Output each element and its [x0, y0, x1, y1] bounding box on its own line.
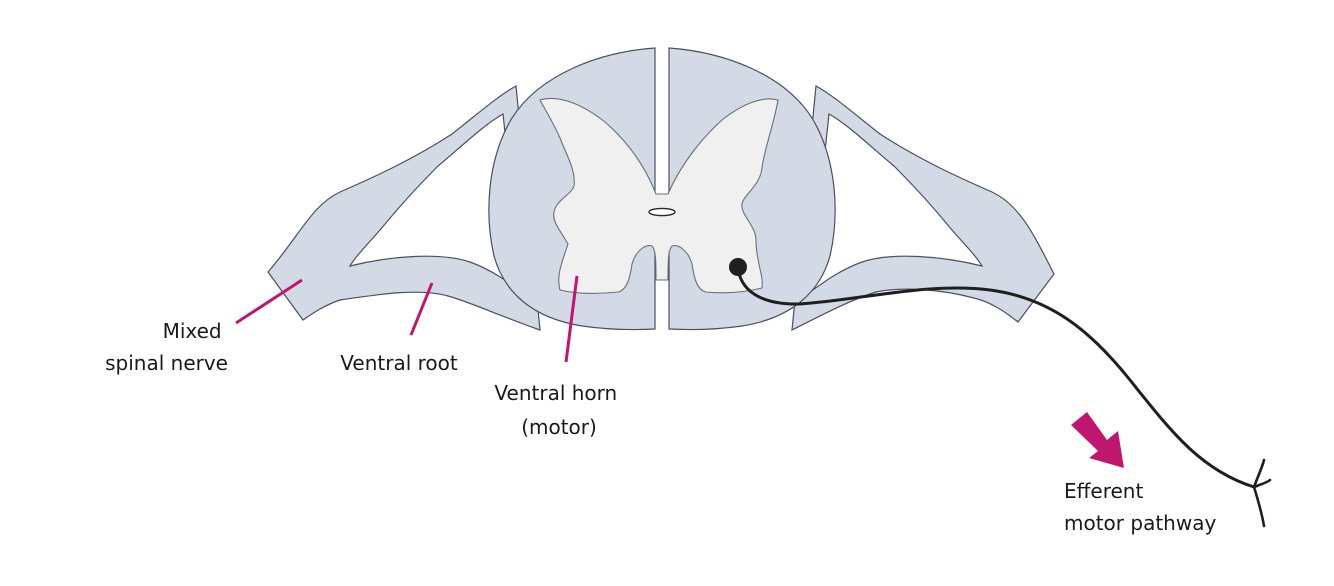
- label-efferent-motor-pathway: Efferent motor pathway: [1064, 479, 1216, 535]
- label-mixed-nerve: Mixed spinal nerve: [105, 319, 228, 375]
- motor-axon: [736, 265, 1256, 489]
- label-ventral-horn: Ventral horn (motor): [494, 381, 623, 439]
- leader-line-ventral-horn: [564, 275, 579, 363]
- motor-neuron-cell-body: [729, 258, 747, 276]
- central-canal: [648, 207, 676, 217]
- left-spinal-nerve-ring: [267, 85, 541, 331]
- right-spinal-nerve-ring: [791, 85, 1055, 332]
- leader-line-mixed-nerve: [235, 278, 303, 325]
- label-ventral-root: Ventral root: [340, 351, 458, 375]
- arrow-shape: [1071, 412, 1124, 468]
- efferent-direction-arrow-icon: [1071, 412, 1124, 468]
- nerve-ending: [1252, 458, 1272, 528]
- grey-matter: [539, 97, 779, 294]
- leader-line-ventral-root: [409, 282, 434, 336]
